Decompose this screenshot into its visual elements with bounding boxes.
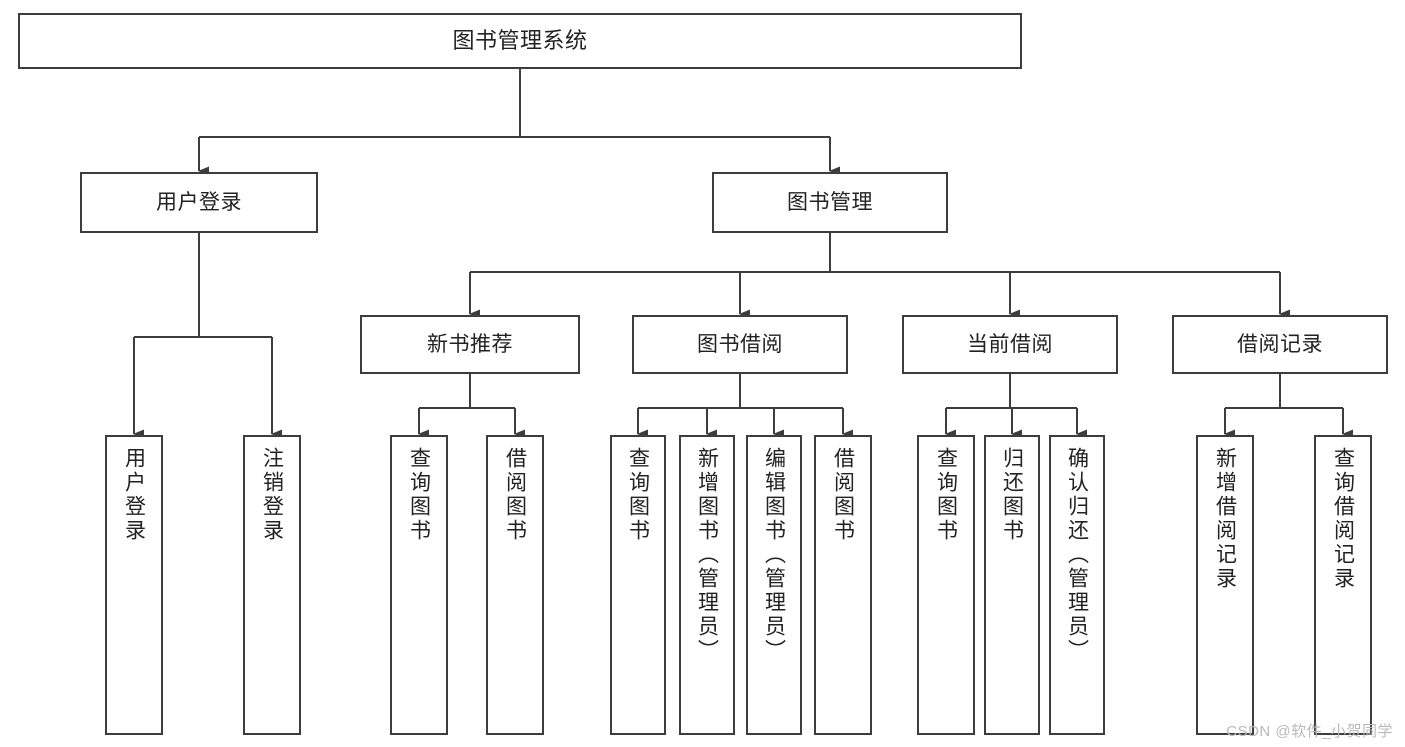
node-current-borrow[interactable]: 当前借阅 (902, 315, 1118, 374)
node-leaf-user-login[interactable]: 用户登录 (105, 435, 163, 735)
node-label-leaf-add-record: 新增借阅记录 (1213, 447, 1237, 591)
node-root[interactable]: 图书管理系统 (18, 13, 1022, 69)
node-book-borrow[interactable]: 图书借阅 (632, 315, 848, 374)
node-leaf-edit-book[interactable]: 编辑图书（管理员） (746, 435, 802, 735)
node-leaf-rec-query-book[interactable]: 查询图书 (390, 435, 448, 735)
node-leaf-add-book[interactable]: 新增图书（管理员） (679, 435, 735, 735)
node-label-leaf-logout: 注销登录 (260, 447, 284, 543)
node-label-leaf-confirm-return: 确认归还（管理员） (1065, 447, 1089, 663)
node-label-leaf-edit-book: 编辑图书（管理员） (762, 447, 786, 663)
node-book-manage[interactable]: 图书管理 (712, 172, 948, 233)
connector-group (132, 69, 1353, 439)
node-label-leaf-user-login: 用户登录 (122, 447, 146, 543)
node-leaf-rec-borrow-book[interactable]: 借阅图书 (486, 435, 544, 735)
node-leaf-return-book[interactable]: 归还图书 (984, 435, 1040, 735)
node-leaf-query-record[interactable]: 查询借阅记录 (1314, 435, 1372, 735)
node-label-book-borrow: 图书借阅 (697, 332, 783, 356)
node-leaf-confirm-return[interactable]: 确认归还（管理员） (1049, 435, 1105, 735)
node-leaf-borrow-query-book[interactable]: 查询图书 (610, 435, 666, 735)
node-label-borrow-record: 借阅记录 (1237, 332, 1323, 356)
node-label-leaf-return-book: 归还图书 (1000, 447, 1024, 543)
node-label-user-login: 用户登录 (156, 190, 242, 214)
node-label-current-borrow: 当前借阅 (967, 332, 1053, 356)
node-label-root: 图书管理系统 (452, 27, 588, 53)
node-label-leaf-cur-query-book: 查询图书 (934, 447, 958, 543)
node-leaf-borrow-book[interactable]: 借阅图书 (814, 435, 872, 735)
node-leaf-cur-query-book[interactable]: 查询图书 (917, 435, 975, 735)
node-label-leaf-borrow-book: 借阅图书 (831, 447, 855, 543)
node-label-new-book-rec: 新书推荐 (427, 332, 513, 356)
node-label-leaf-add-book: 新增图书（管理员） (695, 447, 719, 663)
node-label-leaf-rec-borrow-book: 借阅图书 (503, 447, 527, 543)
node-label-leaf-borrow-query-book: 查询图书 (626, 447, 650, 543)
node-new-book-rec[interactable]: 新书推荐 (360, 315, 580, 374)
node-leaf-logout[interactable]: 注销登录 (243, 435, 301, 735)
node-leaf-add-record[interactable]: 新增借阅记录 (1196, 435, 1254, 735)
node-label-leaf-rec-query-book: 查询图书 (407, 447, 431, 543)
node-label-leaf-query-record: 查询借阅记录 (1331, 447, 1355, 591)
node-label-book-manage: 图书管理 (787, 190, 873, 214)
node-borrow-record[interactable]: 借阅记录 (1172, 315, 1388, 374)
node-user-login[interactable]: 用户登录 (80, 172, 318, 233)
